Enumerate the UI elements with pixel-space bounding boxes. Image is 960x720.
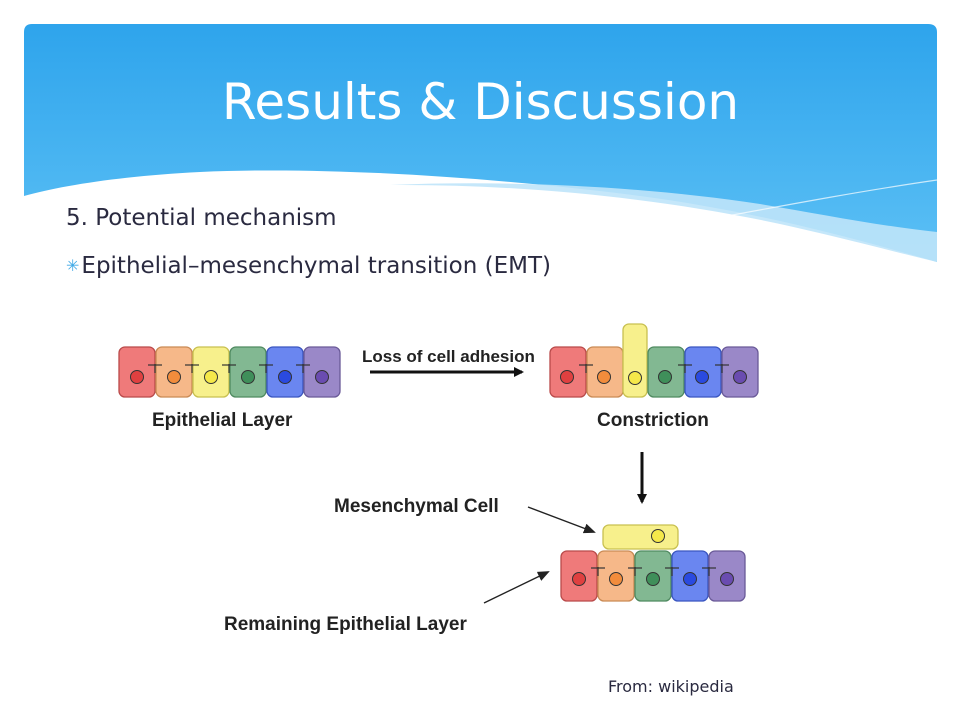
epithelial-cell-yellow [192,346,230,398]
cell-junction [148,364,162,373]
mesenchymal-cell [602,524,679,550]
slide-title: Results & Discussion [221,73,740,131]
constriction-cell-purple [721,346,759,398]
nucleus [646,572,660,586]
nucleus [720,572,734,586]
nucleus [628,371,642,385]
cell-junction [296,364,310,373]
cell-junction [665,567,679,576]
nucleus [204,370,218,384]
nucleus [683,572,697,586]
nucleus [130,370,144,384]
epithelial-cell-orange [155,346,193,398]
mesenchymal-pointer-arrow [527,506,596,534]
constriction-cells [549,323,759,398]
cell-junction [715,364,729,373]
loss-of-adhesion-label: Loss of cell adhesion [362,347,535,366]
constriction-cell-orange [586,346,624,398]
nucleus [315,370,329,384]
cell-junction [591,567,605,576]
cell-junction [628,567,642,576]
bullet-text: Epithelial–mesenchymal transition (EMT) [81,253,551,279]
cell-junction [185,364,199,373]
image-credit: From: wikipedia [608,677,734,696]
epithelial-cell-green [229,346,267,398]
remaining-cell-purple [708,550,746,602]
mesenchymal-yellow [602,524,679,550]
constriction-cell-green [647,346,685,398]
constriction-cell-red [549,346,587,398]
nucleus [695,370,709,384]
remaining-cell-red [560,550,598,602]
section-subtitle: 5. Potential mechanism [66,205,337,231]
nucleus [651,529,665,543]
remaining-pointer-arrow [483,571,550,604]
bullet-item: ✳Epithelial–mesenchymal transition (EMT) [66,250,551,284]
nucleus [609,572,623,586]
cell-junction [259,364,273,373]
constriction-cell-yellow [622,323,648,398]
epithelial-cell-purple [303,346,341,398]
nucleus [658,370,672,384]
remaining-cell-blue [671,550,709,602]
nucleus [241,370,255,384]
remaining-epithelial-cells [560,550,746,602]
nucleus [597,370,611,384]
cell-junction [702,567,716,576]
cell-junction [678,364,692,373]
remaining-layer-label: Remaining Epithelial Layer [224,614,467,635]
epithelial-layer-cells [118,346,341,398]
remaining-cell-green [634,550,672,602]
cell-junction [222,364,236,373]
nucleus [572,572,586,586]
cell-junction [579,364,593,373]
constriction-label: Constriction [597,410,709,431]
nucleus [167,370,181,384]
epithelial-cell-red [118,346,156,398]
nucleus [560,370,574,384]
nucleus [278,370,292,384]
asterisk-bullet-icon: ✳ [66,256,80,275]
mesenchymal-cell-label: Mesenchymal Cell [334,496,499,517]
remaining-cell-orange [597,550,635,602]
epithelial-cell-blue [266,346,304,398]
epithelial-layer-label: Epithelial Layer [152,410,293,431]
nucleus [733,370,747,384]
constriction-cell-blue [684,346,722,398]
